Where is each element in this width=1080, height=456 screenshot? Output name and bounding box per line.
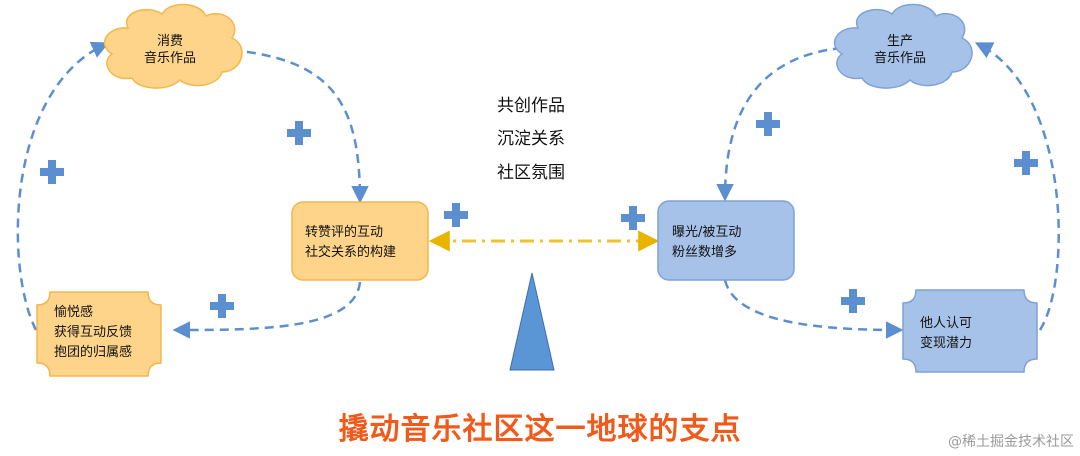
center-label: 社区氛围	[497, 163, 565, 183]
consume-label-line: 音乐作品	[144, 50, 196, 66]
watermark: @稀土掘金技术社区	[948, 434, 1074, 450]
arrow-produce-to-exposure	[716, 46, 843, 202]
plus-icon	[444, 203, 468, 227]
plus-icon	[287, 121, 311, 145]
center-label: 共创作品	[497, 96, 565, 116]
interact-label-line: 转赞评的互动	[305, 224, 383, 240]
arrow-exposure-to-recognition	[723, 279, 904, 339]
fulcrum-triangle-icon	[509, 272, 555, 371]
cloud-consume: 消费音乐作品	[104, 3, 243, 89]
box-interact: 转赞评的互动社交关系的构建	[291, 201, 429, 281]
joy-label-line: 愉悦感	[54, 304, 93, 320]
recognition-label-line: 变现潜力	[920, 335, 972, 351]
plus-icon	[621, 206, 645, 230]
svg-text:他人认可变现潜力: 他人认可变现潜力	[920, 316, 972, 351]
plus-icon	[756, 112, 780, 136]
svg-text:消费音乐作品: 消费音乐作品	[144, 34, 196, 66]
joy-label-line: 获得互动反馈	[54, 324, 132, 340]
arrow-joy-to-consume	[16, 41, 110, 331]
arrow-recognition-to-produce	[974, 42, 1060, 331]
produce-label-line: 音乐作品	[874, 50, 926, 66]
svg-text:曝光/被互动粉丝数增多: 曝光/被互动粉丝数增多	[672, 225, 741, 260]
consume-label-line: 消费	[157, 34, 183, 49]
plus-icon	[210, 294, 234, 318]
svg-text:生产音乐作品: 生产音乐作品	[874, 34, 926, 66]
joy-label-line: 抱团的归属感	[54, 344, 132, 360]
cloud-produce: 生产音乐作品	[834, 3, 973, 89]
recognition-label-line: 他人认可	[920, 316, 972, 331]
arrow-consume-to-interact	[231, 48, 369, 204]
box-exposure: 曝光/被互动粉丝数增多	[657, 200, 795, 281]
diagram-title: 撬动音乐社区这一地球的支点	[339, 412, 742, 447]
plus-icon	[1014, 151, 1038, 175]
svg-text:转赞评的互动社交关系的构建: 转赞评的互动社交关系的构建	[305, 224, 396, 260]
plaque-recognition: 他人认可变现潜力	[902, 289, 1038, 373]
center-label: 沉淀关系	[497, 129, 565, 149]
arrow-interact-to-joy	[172, 281, 362, 339]
interact-label-line: 社交关系的构建	[305, 244, 396, 260]
right-loop-connectors	[716, 42, 1060, 339]
plus-icon	[841, 289, 865, 313]
plus-icon	[40, 160, 64, 184]
exposure-label-line: 曝光/被互动	[672, 225, 741, 240]
plus-signs	[40, 112, 1038, 318]
left-loop-connectors	[16, 41, 369, 339]
produce-label-line: 生产	[887, 34, 913, 49]
svg-text:愉悦感获得互动反馈抱团的归属感: 愉悦感获得互动反馈抱团的归属感	[54, 304, 132, 360]
exposure-label-line: 粉丝数增多	[672, 244, 737, 260]
plaque-joy: 愉悦感获得互动反馈抱团的归属感	[36, 291, 162, 377]
